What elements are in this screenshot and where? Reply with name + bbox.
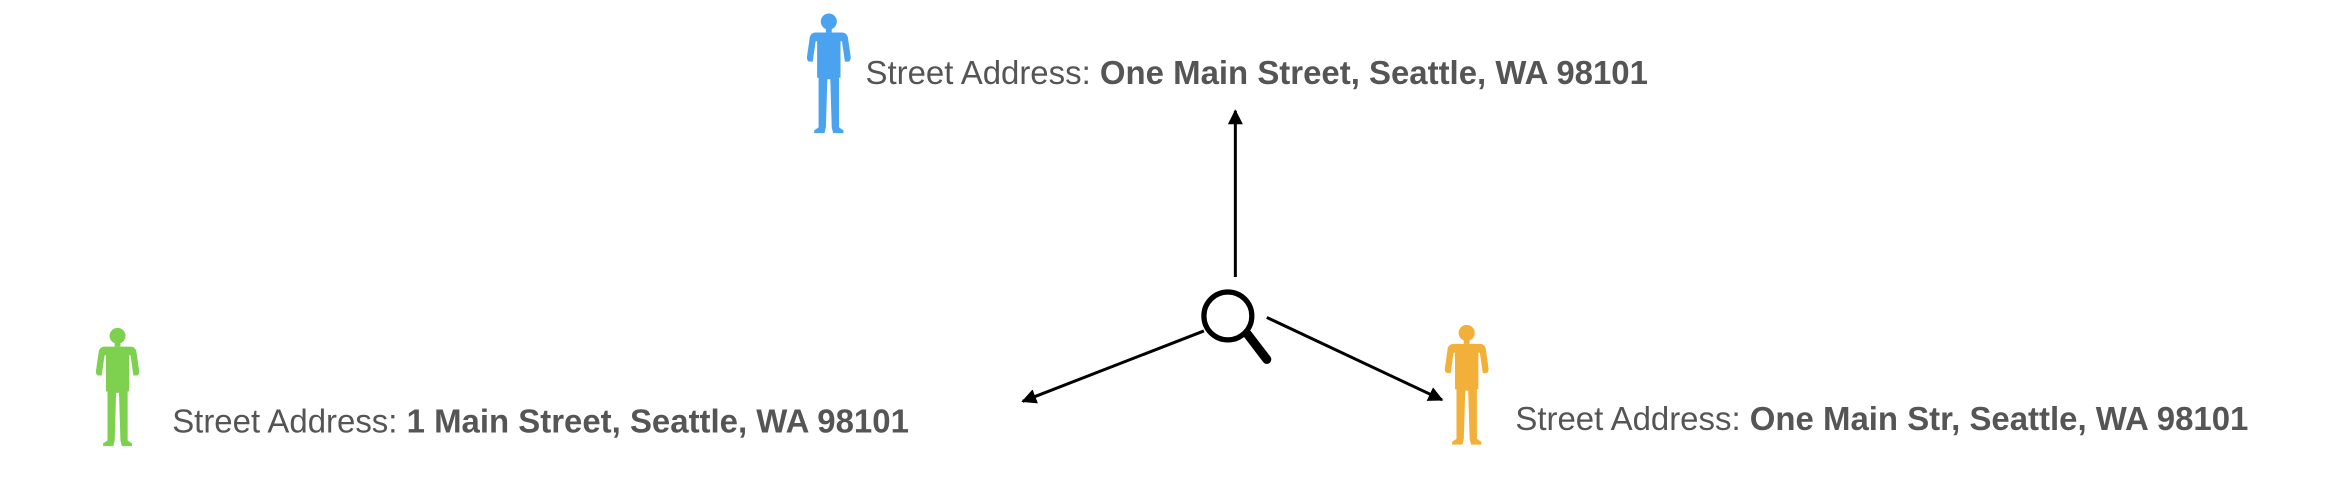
arrow-to-left (1021, 329, 1205, 404)
address-label: Street Address: (172, 402, 398, 441)
person-icon-right (1444, 324, 1489, 445)
arrow-to-right (1266, 316, 1444, 402)
address-value: One Main Street, Seattle, WA 98101 (1099, 53, 1648, 92)
address-value: One Main Str, Seattle, WA 98101 (1749, 399, 2249, 438)
address-label: Street Address: (1515, 399, 1741, 438)
address-top: Street Address: One Main Street, Seattle… (865, 53, 1648, 92)
person-icon-top (806, 13, 851, 134)
address-left: Street Address: 1 Main Street, Seattle, … (172, 402, 909, 441)
search-icon (1201, 289, 1272, 364)
person-icon-left (95, 327, 140, 447)
address-right: Street Address: One Main Str, Seattle, W… (1515, 399, 2249, 438)
address-label: Street Address: (865, 53, 1091, 92)
address-value: 1 Main Street, Seattle, WA 98101 (406, 402, 909, 441)
